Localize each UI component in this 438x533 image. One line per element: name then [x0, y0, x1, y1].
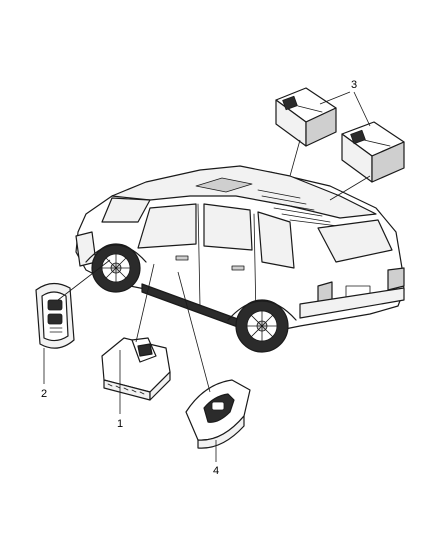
callout-2: 2 — [41, 388, 47, 400]
leader-lines — [43, 91, 371, 462]
suv-vehicle — [75, 165, 405, 353]
callout-1: 1 — [117, 418, 123, 430]
callout-4: 4 — [213, 465, 219, 477]
callout-3: 3 — [351, 79, 357, 91]
part-1-console-switch — [101, 337, 171, 401]
part-2-door-switch — [35, 282, 75, 349]
part-4-window-switch — [185, 379, 251, 449]
part-3-seat-switches — [275, 87, 405, 183]
